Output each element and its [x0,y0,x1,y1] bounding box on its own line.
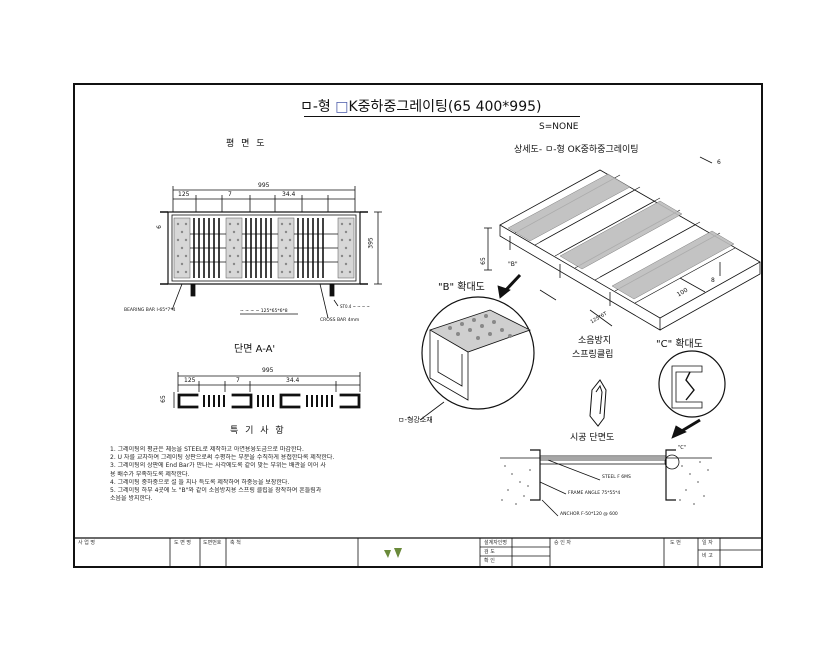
install-c-label: "C" [678,445,687,451]
tb-scale: 축 척 [230,540,241,546]
detail-b-label: "B" 확대도 [438,282,485,293]
tb-project: 사 업 명 [78,540,95,546]
note-item: 5. 그레이팅 하부 4곳에 노 "B"와 같이 소음방지용 스프링 클립을 장… [110,487,322,495]
iso-dim-8: 8 [711,277,715,284]
plan-dim-overall: 995 [258,182,270,189]
note-item: 2. U 자를 교차하여 그레이팅 상판으로써 수평하는 부분을 수직하게 용접… [110,454,335,462]
note-item: 4. 그레이팅 중하중으로 설 들 지나 특도록 제작하여 하중능을 보장한다. [110,478,290,486]
tb-confirm: 확 인 [484,558,495,564]
tb-approver: 승 인 자 [554,540,571,546]
plan-dim-7: 7 [228,191,232,198]
isometric-view [484,156,761,331]
section-dim-overall: 995 [262,367,274,374]
plan-view-label: 평 면 도 [226,139,267,149]
plan-dim-6: 6 [155,225,163,229]
section-dim-7: 7 [236,377,240,384]
iso-dim-6: 6 [717,159,721,166]
tb-remark: 비 고 [702,553,713,559]
section-dim-65: 65 [159,395,167,403]
tb-check: 검 도 [484,549,495,555]
detail-b-callout: ㅁ-형강소재 [398,416,433,424]
notes-list: 1. 그레이팅의 평균은 체능을 STEEL로 제작하고 아연용융도금으로 마감… [110,446,410,503]
install-frame-callout: FRAME ANGLE 75*55*4 [568,491,621,496]
tb-sheet-no: 도 번 [670,540,681,546]
detail-c [658,350,726,439]
plan-dim-34: 34.4 [282,191,296,198]
scale-label: S=NONE [539,122,579,132]
plan-view [160,186,382,319]
note-item: 3. 그레이팅의 상판에 End Bar가 만나는 사각에도록 같이 맞는 부위… [110,462,326,470]
cross-bar-callout: CROSS BAR 4mm [320,318,360,323]
note-item: 1. 그레이팅의 평균은 체능을 STEEL로 제작하고 아연용융도금으로 마감… [110,446,304,453]
plan-dim-395: 395 [367,237,375,249]
plan-dim-125: 125 [178,191,190,198]
iso-b-label: "B" [508,261,518,268]
install-anchor-callout: ANCHOR F-50*120 @ 600 [560,512,618,517]
spring-clip-label-1: 소음방지 [578,336,612,346]
detail-c-label: "C" 확대도 [656,339,703,350]
detail-b [419,296,535,421]
iso-title: 상세도- ㅁ-형 OK중하중그레이팅 [514,145,639,155]
title-block [75,537,761,566]
drawing-sheet [73,83,763,568]
bearing-bar-callout: BEARING BAR I-65*7*4 [124,308,176,313]
tb-drawing-name: 도 면 명 [174,540,191,546]
section-dim-34: 34.4 [286,377,300,384]
section-view [173,372,361,409]
section-label: 단면 A-A' [234,344,276,355]
tb-designer: 설계자인명 [484,540,508,546]
tb-date: 일 자 [702,540,713,546]
iso-dim-65: 65 [479,257,487,265]
notes-title: 특 기 사 항 [230,426,286,436]
install-label: 시공 단면도 [570,433,615,443]
top-right-callout: ST0.4 ~ ~ ~ ~ [340,304,370,309]
company-logo [384,548,402,558]
title-underline [304,116,580,117]
drawing-title: ㅁ-형 □K중하중그레이팅(65 400*995) [300,99,542,115]
install-steel-callout: STEEL F 6MS [602,475,631,480]
mid-callout: ~ ~ ~ ~ 125*65*6*8 [240,309,288,314]
tb-drawing-no: 도면번호 [203,540,222,546]
note-item: 용 배수가 부족하도록 제작한다. [110,470,190,478]
spring-clip-label-2: 스프링클립 [572,350,614,360]
spring-clip [589,379,607,427]
note-item: 소음을 방지한다. [110,495,153,503]
installation-section [500,449,712,517]
section-dim-125: 125 [184,377,196,384]
